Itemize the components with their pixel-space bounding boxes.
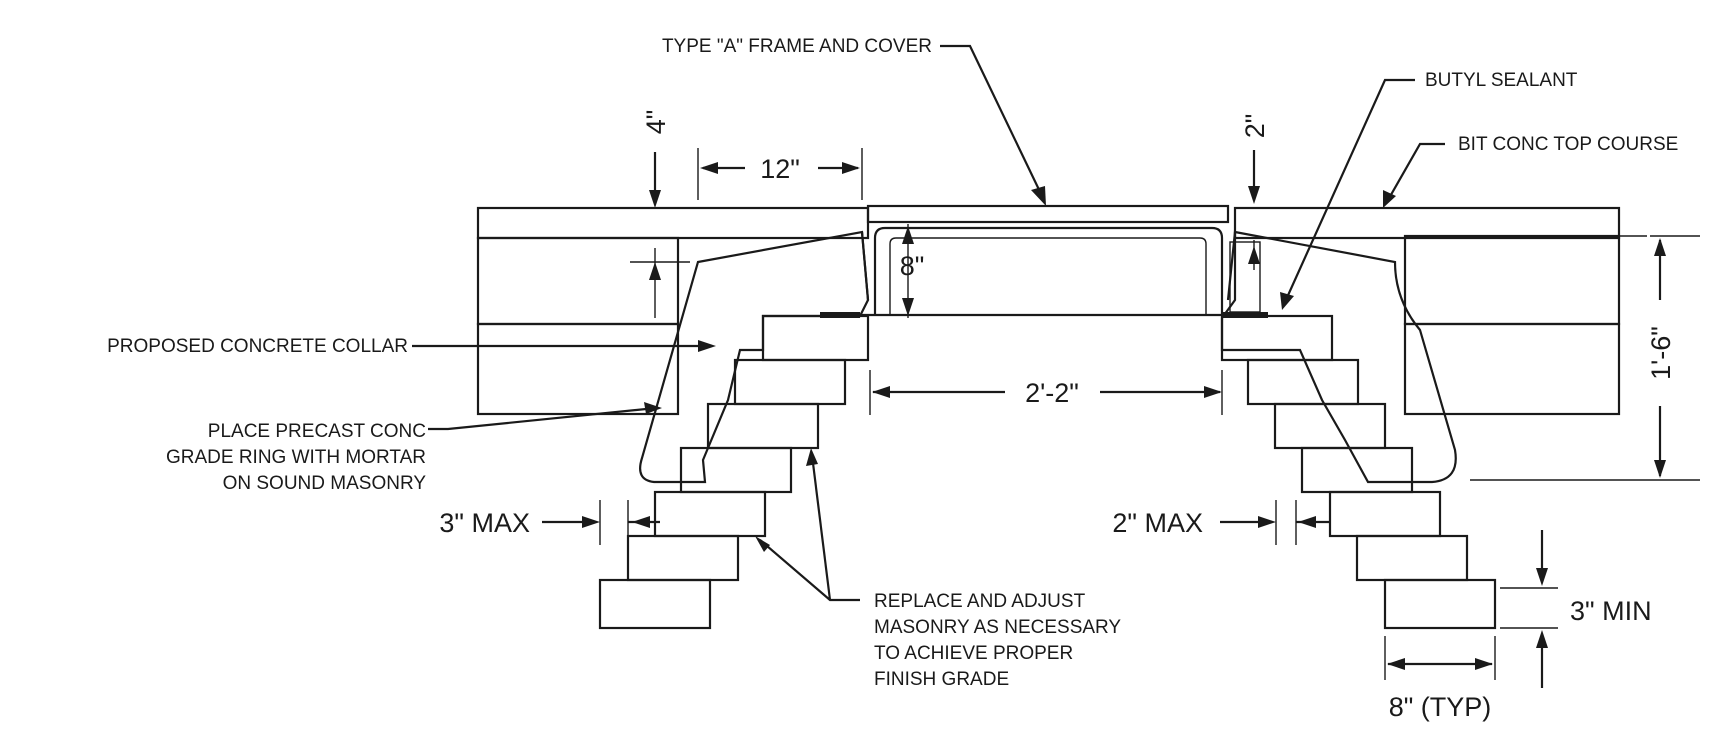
masonry-right [1220, 314, 1497, 630]
dim-1-6: 1'-6" [1646, 326, 1676, 380]
replace-label-4: FINISH GRADE [874, 669, 1009, 690]
replace-label-3: TO ACHIEVE PROPER [874, 643, 1073, 664]
frame-cover-label: TYPE "A" FRAME AND COVER [662, 36, 932, 57]
dim-4in: 4" [641, 110, 671, 135]
leaders [412, 44, 1445, 602]
roadway-right [1233, 206, 1647, 416]
frame-cover-arrow [1031, 186, 1046, 206]
dim-8in-frame: 8" [900, 251, 925, 281]
grade-ring-label-1: PLACE PRECAST CONC [208, 421, 426, 442]
masonry-left [598, 314, 870, 630]
roadway-left [476, 206, 870, 416]
frame-and-cover [820, 204, 1268, 318]
dim-2in: 2" [1240, 114, 1270, 139]
bit-conc-label: BIT CONC TOP COURSE [1458, 134, 1678, 155]
grade-ring-label-2: GRADE RING WITH MORTAR [166, 447, 426, 468]
dim-12in: 12" [760, 154, 800, 184]
dim-8in-typ: 8" (TYP) [1389, 692, 1492, 722]
replace-label-2: MASONRY AS NECESSARY [874, 617, 1121, 638]
dim-3in-min: 3" MIN [1570, 596, 1652, 626]
dimensions [542, 148, 1700, 688]
dim-3in-max: 3" MAX [439, 508, 530, 538]
callout-labels: TYPE "A" FRAME AND COVER BUTYL SEALANT B… [107, 36, 1678, 690]
replace-label-1: REPLACE AND ADJUST [874, 591, 1086, 612]
collar-label: PROPOSED CONCRETE COLLAR [107, 336, 408, 357]
dimension-labels: 4" 12" 2" 8" 2'-2" 1'-6" 3" MAX 2" MAX 3… [439, 110, 1676, 722]
dim-2in-max: 2" MAX [1112, 508, 1203, 538]
grade-ring-label-3: ON SOUND MASONRY [223, 473, 427, 494]
dim-2-2: 2'-2" [1025, 378, 1079, 408]
butyl-sealant-label: BUTYL SEALANT [1425, 70, 1578, 91]
